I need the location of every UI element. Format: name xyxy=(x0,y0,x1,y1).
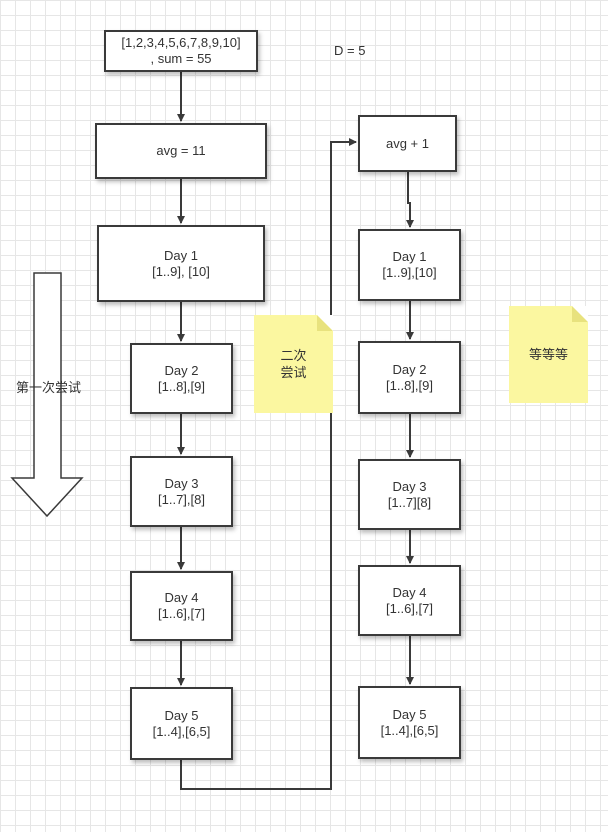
day-split: [1..4],[6,5] xyxy=(380,722,439,738)
attempt1-day2-box: Day 2 [1..8],[9] xyxy=(130,343,233,414)
attempt1-day5-box: Day 5 [1..4],[6,5] xyxy=(130,687,233,760)
attempt2-day5-box: Day 5 [1..4],[6,5] xyxy=(358,686,461,759)
attempt2-day4-box: Day 4 [1..6],[7] xyxy=(358,565,461,636)
avg-box: avg = 11 xyxy=(95,123,267,179)
input-array-text: [1,2,3,4,5,6,7,8,9,10] xyxy=(121,35,241,50)
attempt1-day1-box: Day 1 [1..9], [10] xyxy=(97,225,265,302)
first-attempt-label: 第一次尝试 xyxy=(16,380,82,395)
second-attempt-note: 二次 尝试 xyxy=(254,315,333,413)
day-split: [1..6],[7] xyxy=(386,600,433,616)
avg-plus-one-text: avg + 1 xyxy=(385,135,429,151)
day-split: [1..8],[9] xyxy=(386,377,433,393)
first-attempt-down-arrow-icon xyxy=(10,272,84,518)
attempt1-day3-box: Day 3 [1..7],[8] xyxy=(130,456,233,527)
day-label: Day 3 xyxy=(392,478,427,494)
day-split: [1..9],[10] xyxy=(382,265,437,280)
day-split: [1..6],[7] xyxy=(158,606,205,621)
day-label: Day 1 xyxy=(392,249,427,264)
day-split: [1..4],[6,5] xyxy=(152,723,211,739)
d-label: D = 5 xyxy=(334,43,366,58)
attempt1-day4-box: Day 4 [1..6],[7] xyxy=(130,571,233,641)
avg-plus-one-box: avg + 1 xyxy=(358,115,457,172)
day-split: [1..7],[8] xyxy=(158,491,205,507)
etc-note-text: 等等等 xyxy=(528,347,568,362)
etc-note: 等等等 xyxy=(509,306,588,403)
attempt2-day1-box: Day 1 [1..9],[10] xyxy=(358,229,461,301)
day-label: Day 4 xyxy=(164,590,199,605)
input-sum-text: , sum = 55 xyxy=(150,51,212,66)
day-label: Day 2 xyxy=(392,361,427,377)
day-label: Day 2 xyxy=(164,362,199,378)
day-split: [1..7][8] xyxy=(387,494,432,510)
day-label: Day 3 xyxy=(164,475,199,491)
day-label: Day 4 xyxy=(392,584,427,600)
connector-attempt1-to-attempt2 xyxy=(180,138,357,790)
second-attempt-line2: 尝试 xyxy=(280,365,307,380)
note-fold-corner xyxy=(317,315,333,331)
avg-text: avg = 11 xyxy=(156,143,206,158)
attempt2-day3-box: Day 3 [1..7][8] xyxy=(358,459,461,530)
day-split: [1..9], [10] xyxy=(152,263,210,279)
second-attempt-line1: 二次 xyxy=(280,348,307,363)
arrow-avg-plus-one-to-day1 xyxy=(406,172,414,228)
attempt2-day2-box: Day 2 [1..8],[9] xyxy=(358,341,461,414)
note-fold-corner xyxy=(572,306,588,322)
day-split: [1..8],[9] xyxy=(158,378,205,394)
input-array-box: [1,2,3,4,5,6,7,8,9,10] , sum = 55 xyxy=(104,30,258,72)
day-label: Day 1 xyxy=(164,247,198,263)
day-label: Day 5 xyxy=(392,706,427,722)
day-label: Day 5 xyxy=(164,707,199,723)
